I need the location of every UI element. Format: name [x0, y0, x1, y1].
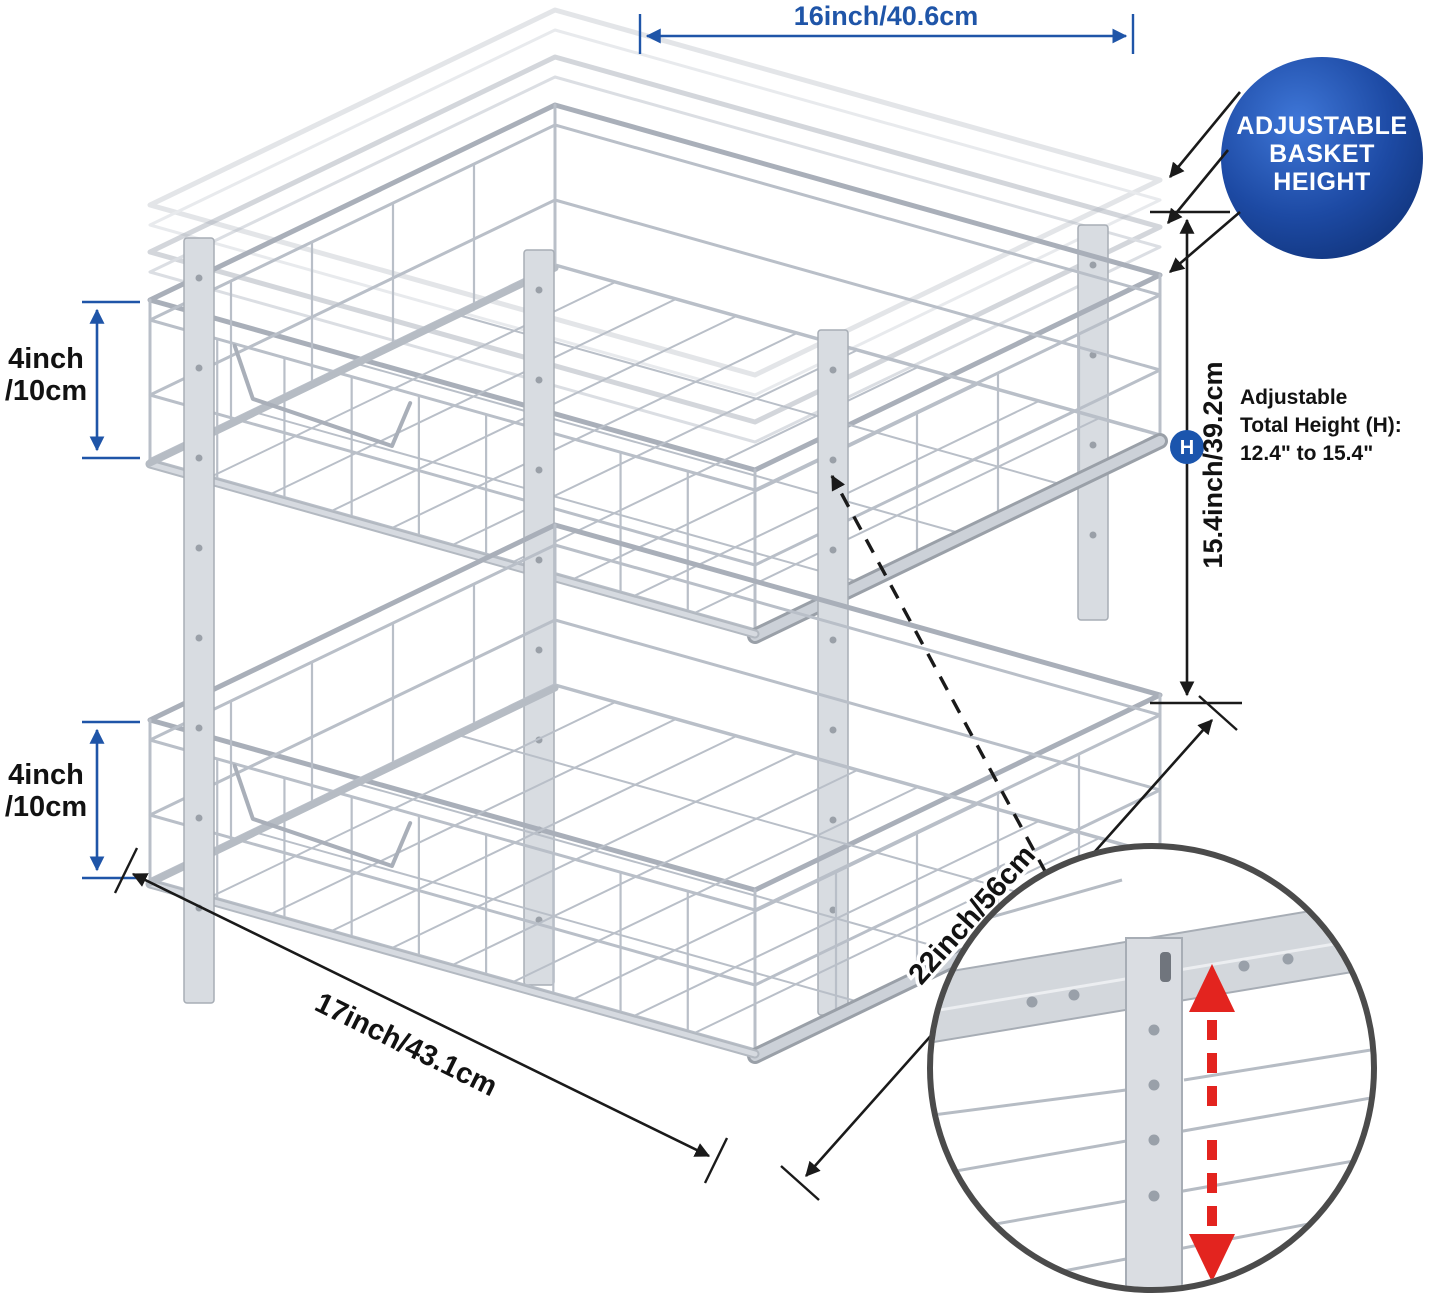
total-height-line3: 12.4" to 15.4" — [1240, 442, 1373, 465]
post-bar — [183, 237, 215, 1004]
inset-rail-screws — [1026, 953, 1294, 1008]
inset-post-slot — [1160, 952, 1171, 982]
frame-post-front-left — [183, 237, 215, 1004]
screw-hole — [1089, 531, 1097, 539]
front-width-label: 17inch/43.1cm — [310, 987, 502, 1103]
basket-height-arrows — [1166, 91, 1242, 273]
dim-gap-top: 4inch /10cm — [5, 300, 140, 460]
dim-gap-bottom: 4inch /10cm — [5, 720, 140, 880]
wire — [147, 461, 758, 637]
screw-hole — [195, 544, 203, 552]
screw-hole — [535, 646, 543, 654]
dim-arrow — [131, 872, 711, 1158]
side-height-label: 15.4inch/39.2cm — [1198, 361, 1228, 568]
height-arrow — [1168, 91, 1242, 178]
dim-tick — [1198, 695, 1238, 731]
inset-post — [1125, 937, 1183, 1287]
top-width-label: 16inch/40.6cm — [794, 1, 979, 31]
wire-rail — [232, 763, 413, 868]
height-arrow — [1169, 211, 1241, 273]
frame-post-back-left — [523, 249, 555, 986]
screw-hole — [195, 814, 203, 822]
wire — [146, 264, 559, 467]
screw-hole — [195, 634, 203, 642]
total-height-line2: Total Height (H): — [1240, 414, 1402, 437]
badge-line2: BASKET — [1269, 140, 1375, 168]
zoom-inset — [927, 843, 1377, 1293]
screw-hole — [1089, 351, 1097, 359]
screw-hole — [535, 376, 543, 384]
wire — [351, 361, 959, 534]
wire — [146, 684, 559, 887]
total-height-line1: Adjustable — [1240, 386, 1347, 409]
ghost-basket-upper — [147, 7, 1163, 397]
screw-hole — [1089, 261, 1097, 269]
h-marker-label: H — [1180, 437, 1194, 459]
inset-post-screws — [1148, 1024, 1160, 1202]
gap-top-label-line1: 4inch — [8, 343, 84, 375]
height-adjust-arrow-up — [1189, 964, 1235, 1106]
frame-post-back-right — [1077, 224, 1109, 621]
wire — [351, 781, 959, 954]
gap-top-label-line2: /10cm — [5, 375, 87, 407]
screw-hole — [535, 286, 543, 294]
height-arrow — [1166, 149, 1230, 224]
badge-line3: HEIGHT — [1273, 168, 1370, 196]
dim-total-height: H 15.4inch/39.2cm Adjustable Total Heigh… — [1150, 210, 1402, 705]
screw-hole — [829, 726, 837, 734]
badge-line1: ADJUSTABLE — [1236, 112, 1407, 140]
badge-circle — [1221, 57, 1423, 259]
gap-bottom-label-line1: 4inch — [8, 759, 84, 791]
inset-border — [927, 843, 1377, 1293]
dim-top-width: 16inch/40.6cm — [638, 1, 1135, 54]
screw-hole — [829, 366, 837, 374]
post-bar — [523, 249, 555, 986]
wire-rail — [232, 343, 413, 448]
screw-hole — [195, 454, 203, 462]
h-marker-circle — [1170, 430, 1204, 464]
screw-hole — [829, 546, 837, 554]
gap-bottom-label-line2: /10cm — [5, 791, 87, 823]
frame-post-front-right — [817, 329, 849, 1016]
screw-hole — [829, 636, 837, 644]
adjustable-badge: ADJUSTABLE BASKET HEIGHT — [1221, 57, 1423, 259]
dim-tick — [780, 1165, 820, 1201]
screw-hole — [195, 274, 203, 282]
post-bar — [1077, 224, 1109, 621]
screw-hole — [829, 816, 837, 824]
dim-tick — [113, 847, 139, 894]
screw-hole — [195, 724, 203, 732]
dim-tick — [703, 1137, 729, 1184]
screw-hole — [535, 556, 543, 564]
screw-hole — [195, 364, 203, 372]
screw-hole — [829, 456, 837, 464]
screw-hole — [1089, 441, 1097, 449]
screw-hole — [535, 466, 543, 474]
zoom-callout-line — [830, 474, 1048, 874]
height-adjust-arrow-down — [1189, 1140, 1235, 1282]
